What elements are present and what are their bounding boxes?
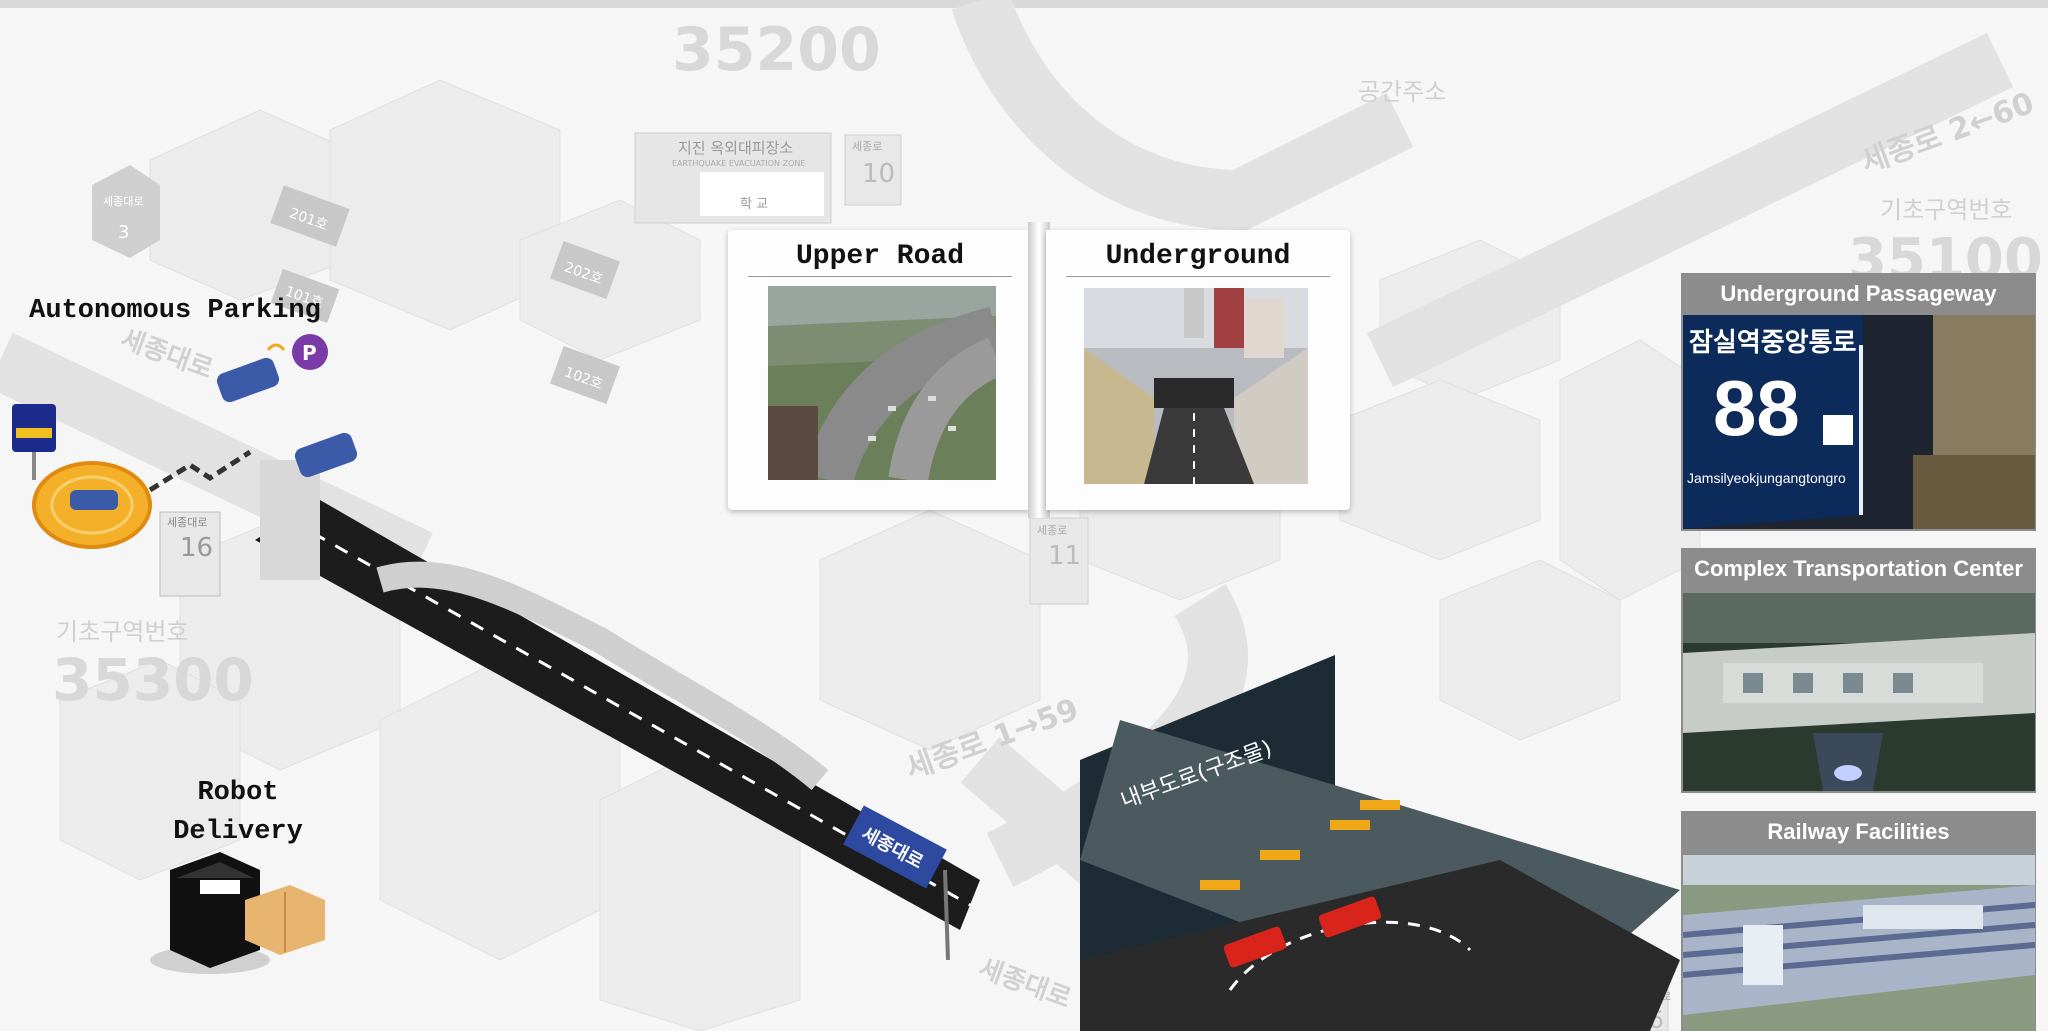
upper-road-photo <box>768 286 996 480</box>
svg-text:공간주소: 공간주소 <box>1358 78 1446 106</box>
svg-text:세종대로: 세종대로 <box>975 953 1075 1014</box>
svg-text:학 교: 학 교 <box>740 197 768 212</box>
svg-text:10: 10 <box>862 159 895 189</box>
svg-text:세종대로: 세종대로 <box>117 324 217 385</box>
svg-text:35300: 35300 <box>52 646 254 714</box>
book-page-right: Underground <box>1046 230 1350 510</box>
passageway-sign-text: 잠실역중앙통로 <box>1689 328 1857 358</box>
upper-road-title: Upper Road <box>748 238 1012 277</box>
svg-text:세종대로: 세종대로 <box>167 516 207 529</box>
svg-text:세종대로: 세종대로 <box>103 195 143 208</box>
svg-text:기초구역번호: 기초구역번호 <box>1880 196 2012 224</box>
autonomous-parking-label: Autonomous Parking <box>29 296 321 326</box>
svg-text:11: 11 <box>1048 541 1081 571</box>
svg-text:35200: 35200 <box>672 15 881 85</box>
book-page-left: Upper Road <box>728 230 1032 510</box>
railway-facilities-card: Railway Facilities <box>1681 811 2036 1031</box>
passageway-sign-number: 88 <box>1713 364 1800 452</box>
complex-transportation-photo <box>1683 593 2035 791</box>
svg-text:16: 16 <box>180 533 213 563</box>
svg-text:P: P <box>302 341 317 365</box>
svg-text:세종로: 세종로 <box>1037 524 1067 537</box>
svg-text:3: 3 <box>118 222 129 243</box>
robot-delivery-label: Robot Delivery <box>173 778 303 847</box>
underground-passageway-card: Underground Passageway 잠실역중앙통로 88 Jamsil… <box>1681 273 2036 531</box>
underground-title: Underground <box>1066 238 1330 277</box>
svg-text:기초구역번호: 기초구역번호 <box>56 618 188 646</box>
underground-passageway-photo: 잠실역중앙통로 88 Jamsilyeokjungangtongro <box>1683 315 2035 529</box>
underground-photo <box>1084 288 1308 484</box>
book-spine <box>1028 222 1050 518</box>
railway-facilities-photo <box>1683 855 2035 1031</box>
comparison-book: Upper Road Underground <box>728 222 1358 518</box>
complex-transportation-title: Complex Transportation Center <box>1694 556 2023 581</box>
complex-transportation-card: Complex Transportation Center <box>1681 548 2036 793</box>
passageway-sign-roman: Jamsilyeokjungangtongro <box>1687 470 1846 486</box>
svg-text:EARTHQUAKE EVACUATION ZONE: EARTHQUAKE EVACUATION ZONE <box>672 159 805 168</box>
svg-text:지진 옥외대피장소: 지진 옥외대피장소 <box>678 139 793 157</box>
underground-passageway-title: Underground Passageway <box>1720 281 1997 306</box>
top-bar <box>0 0 2048 8</box>
railway-facilities-title: Railway Facilities <box>1767 819 1950 844</box>
svg-text:세종로: 세종로 <box>852 140 882 153</box>
